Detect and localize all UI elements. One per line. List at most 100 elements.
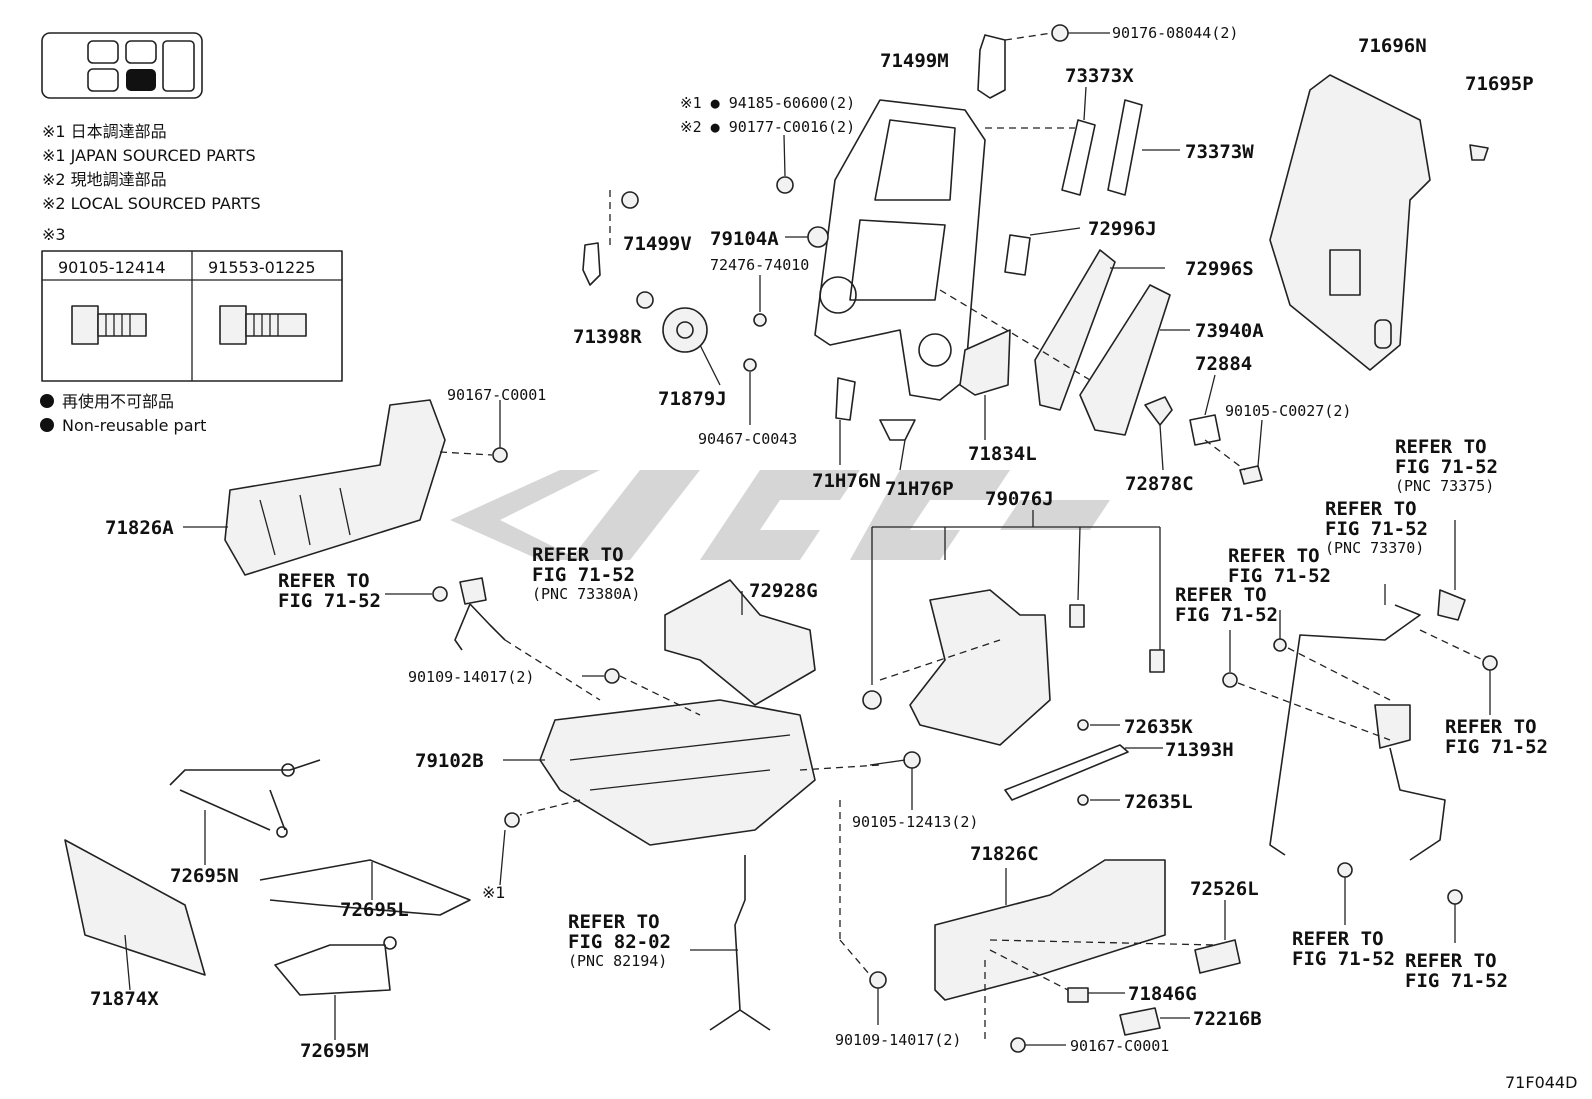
part-label: 71846G bbox=[1128, 983, 1197, 1005]
legend-note2-jp: ※2 現地調達部品 bbox=[42, 170, 167, 189]
watermark-logo bbox=[450, 470, 1110, 560]
refer-callout: REFER TO FIG 71-52 bbox=[1228, 545, 1331, 587]
trim-panel-73373X bbox=[1061, 119, 1096, 196]
bolt-table-header-2: 91553-01225 bbox=[208, 258, 316, 277]
part-label: 73373W bbox=[1185, 141, 1254, 163]
svg-text:FIG 71-52: FIG 71-52 bbox=[1395, 456, 1498, 478]
note-x1: ※1 bbox=[482, 883, 506, 902]
part-label: 73373X bbox=[1065, 65, 1134, 87]
part-label: 71499V bbox=[623, 233, 692, 255]
refer-callout: REFER TO FIG 71-52 bbox=[1405, 950, 1508, 992]
recliner-71398R bbox=[582, 242, 601, 286]
part-label: 79104A bbox=[710, 228, 779, 250]
part-label: 71695P bbox=[1465, 73, 1534, 95]
bracket-72884 bbox=[1189, 414, 1221, 446]
headrest-support bbox=[977, 34, 1006, 99]
seat-track-79102B bbox=[539, 699, 816, 846]
part-label: ※2 ● 90177-C0016(2) bbox=[680, 118, 855, 136]
cover-72878C bbox=[1144, 396, 1173, 426]
part-label: 90467-C0043 bbox=[698, 430, 797, 448]
part-label: 72526L bbox=[1190, 878, 1259, 900]
seatbelt-assembly bbox=[1269, 589, 1466, 861]
svg-text:REFER TO: REFER TO bbox=[1405, 950, 1497, 972]
part-label: 90176-08044(2) bbox=[1112, 24, 1238, 42]
bolt-table-header-1: 90105-12414 bbox=[58, 258, 166, 277]
bolt-table: 90105-12414 91553-01225 bbox=[41, 250, 343, 382]
clip-icon bbox=[1077, 719, 1089, 731]
svg-text:FIG 71-52: FIG 71-52 bbox=[1228, 565, 1331, 587]
svg-text:(PNC 73375): (PNC 73375) bbox=[1395, 477, 1494, 495]
part-label: 71826C bbox=[970, 843, 1039, 865]
refer-callout: REFER TO FIG 71-52 (PNC 73375) bbox=[1395, 436, 1498, 495]
bolt-icon bbox=[1337, 862, 1353, 878]
bracket-71H76N bbox=[835, 377, 856, 421]
nut-icon bbox=[776, 176, 794, 194]
svg-text:FIG 71-52: FIG 71-52 bbox=[1445, 736, 1548, 758]
legend-note1-en: ※1 JAPAN SOURCED PARTS bbox=[42, 146, 256, 165]
seat-position-icon bbox=[41, 32, 203, 99]
part-label: 90167-C0001 bbox=[447, 386, 546, 404]
part-label: 71499M bbox=[880, 50, 949, 72]
strap-71393H bbox=[1004, 744, 1129, 801]
refer-callout: REFER TO FIG 71-52 (PNC 73380A) bbox=[532, 544, 640, 603]
part-label: 90105-C0027(2) bbox=[1225, 402, 1351, 420]
svg-text:REFER TO: REFER TO bbox=[1228, 545, 1320, 567]
part-label: 72635K bbox=[1124, 716, 1193, 738]
svg-text:FIG 82-02: FIG 82-02 bbox=[568, 931, 671, 953]
side-panel-72996S bbox=[1034, 249, 1116, 411]
clip-icon bbox=[1069, 604, 1085, 628]
part-label: 79076J bbox=[985, 488, 1054, 510]
side-shield-71826A bbox=[224, 399, 446, 576]
svg-text:FIG 71-52: FIG 71-52 bbox=[278, 590, 381, 612]
svg-text:FIG 71-52: FIG 71-52 bbox=[1292, 948, 1395, 970]
part-label: 79102B bbox=[415, 750, 484, 772]
nut-icon bbox=[1222, 672, 1238, 688]
bolt-icon bbox=[504, 812, 520, 828]
part-label: 72695N bbox=[170, 865, 239, 887]
pad-72216B bbox=[1119, 1007, 1161, 1036]
knob-icon bbox=[807, 226, 829, 248]
screw-icon bbox=[753, 313, 767, 327]
part-label: 72996S bbox=[1185, 258, 1254, 280]
svg-text:(PNC 73370): (PNC 73370) bbox=[1325, 539, 1424, 557]
svg-text:REFER TO: REFER TO bbox=[1445, 716, 1537, 738]
bolt-icon bbox=[604, 668, 620, 684]
side-cover-73940A bbox=[1079, 284, 1171, 436]
nut-icon bbox=[636, 291, 654, 309]
part-label: 71H76N bbox=[812, 470, 881, 492]
part-label: 90109-14017(2) bbox=[408, 668, 534, 686]
legend-note2-en: ※2 LOCAL SOURCED PARTS bbox=[42, 194, 261, 213]
motor-71879J bbox=[662, 307, 708, 353]
pad-72526L bbox=[1194, 939, 1241, 974]
svg-text:REFER TO: REFER TO bbox=[1395, 436, 1487, 458]
bolt-icon bbox=[903, 751, 921, 769]
screw-icon bbox=[492, 447, 508, 463]
bolt-icon bbox=[432, 586, 448, 602]
clip-icon bbox=[1149, 649, 1165, 673]
legend-note3: ※3 bbox=[42, 225, 66, 244]
refer-callout: REFER TO FIG 71-52 bbox=[1445, 716, 1548, 758]
refer-callout: REFER TO FIG 71-52 (PNC 73370) bbox=[1325, 498, 1428, 557]
lower-shield-71826C bbox=[934, 859, 1166, 1001]
part-label: 72695L bbox=[340, 899, 409, 921]
clip-71846G bbox=[1067, 987, 1089, 1003]
bolt-icon bbox=[869, 971, 887, 989]
cover-71834L bbox=[959, 329, 1011, 396]
bolt-icon bbox=[219, 305, 307, 345]
screw-icon bbox=[743, 358, 757, 372]
cable-72695N bbox=[169, 759, 321, 838]
svg-text:(PNC 73380A): (PNC 73380A) bbox=[532, 585, 640, 603]
svg-text:(PNC 82194): (PNC 82194) bbox=[568, 952, 667, 970]
part-label: 71393H bbox=[1165, 739, 1234, 761]
nut-icon bbox=[621, 191, 639, 209]
svg-text:REFER TO: REFER TO bbox=[1175, 584, 1267, 606]
refer-callout: REFER TO FIG 71-52 bbox=[1292, 928, 1395, 970]
screw-icon bbox=[1010, 1037, 1026, 1053]
part-label: 71696N bbox=[1358, 35, 1427, 57]
footer-code: 71F044D bbox=[1505, 1073, 1577, 1092]
svg-text:REFER TO: REFER TO bbox=[278, 570, 370, 592]
part-label: 72476-74010 bbox=[710, 256, 809, 274]
trim-panel-73373W bbox=[1107, 99, 1143, 196]
